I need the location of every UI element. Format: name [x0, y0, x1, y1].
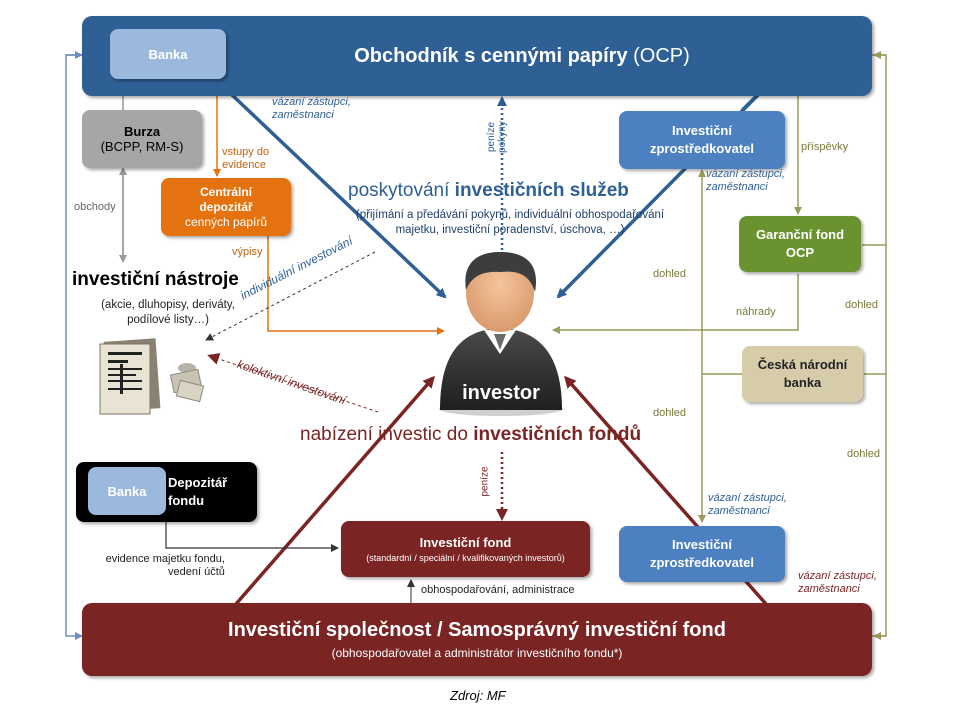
agents-maroon-label: vázaní zástupci, zaměstnanci	[798, 570, 877, 596]
fund-depository-line1: Depozitář	[168, 475, 228, 490]
evidence-line2: vedení účtů	[168, 566, 225, 578]
vypisy-label: výpisy	[232, 246, 263, 258]
funds-offer-prefix: nabízení investic do	[300, 424, 474, 445]
investment-services-sub2: majetku, investiční poradenství, úschova…	[395, 224, 625, 236]
investment-company-bar: Investiční společnost / Samosprávný inve…	[82, 603, 872, 676]
dohled-label-4: dohled	[847, 448, 881, 460]
right-frame-line	[872, 54, 887, 637]
central-depository-line3: cenných papírů	[184, 214, 268, 229]
vypisy-line	[267, 236, 445, 335]
dohled-label-2: dohled	[845, 299, 879, 311]
dohled-label-1: dohled	[653, 268, 687, 280]
ocp-title-suffix: (OCP)	[627, 44, 690, 67]
bank-depository-box: Banka	[88, 467, 166, 515]
cnb-line1: Česká národní	[757, 357, 848, 372]
instruments-sub2: podílové listy…)	[127, 314, 209, 326]
guarantee-fund-box: Garanční fond OCP	[739, 216, 861, 272]
management-label: obhospodařování, administrace	[421, 584, 575, 596]
investment-services-prefix: poskytování	[348, 180, 455, 201]
penize-fund-label: peníze	[479, 466, 491, 497]
bank-depository-label: Banka	[107, 483, 147, 499]
investment-services-sub1: (přijímání a předávání pokynů, individuá…	[355, 209, 665, 221]
central-depository-line2: depozitář	[199, 199, 253, 214]
prispevky-label: příspěvky	[801, 141, 849, 153]
left-frame-line	[65, 54, 83, 640]
vstupy-label: vstupy do evidence	[222, 146, 269, 172]
investment-services-sub: (přijímání a předávání pokynů, individuá…	[330, 208, 690, 238]
burza-title: Burza	[123, 124, 161, 139]
guarantee-fund-line2: OCP	[785, 245, 815, 260]
penize-pokyny-label: peníze pokyny	[486, 115, 508, 159]
agents-right-top-label: vázaní zástupci, zaměstnanci	[706, 168, 785, 194]
investment-services-bold: investičních služeb	[454, 180, 629, 201]
intermediary-bottom-line1: Investiční	[672, 537, 732, 552]
bank-top-box: Banka	[110, 29, 226, 79]
vstupy-line1: vstupy do	[222, 146, 270, 158]
source-prefix: Zdroj:	[450, 688, 487, 703]
agents-right-bottom-line2: zaměstnanci	[708, 505, 770, 517]
burza-box: Burza (BCPP, RM-S)	[82, 110, 202, 168]
intermediary-top-box: Investiční zprostředkovatel	[619, 111, 785, 169]
cnb-box: Česká národní banka	[742, 346, 863, 402]
agents-right-bottom-label: vázaní zástupci, zaměstnanci	[708, 492, 787, 518]
funds-offer-title: nabízení investic do investičních fondů	[300, 424, 641, 446]
agents-right-bottom-line1: vázaní zástupci,	[708, 492, 787, 504]
agents-maroon-line2: zaměstnanci	[798, 583, 860, 595]
individual-line	[205, 251, 376, 341]
evidence-label: evidence majetku fondu, vedení účtů	[96, 553, 225, 579]
agents-right-top-line1: vázaní zástupci,	[706, 168, 785, 180]
agents-top-label: vázaní zástupci, zaměstnanci	[272, 96, 351, 122]
fund-depository-line2: fondu	[168, 493, 205, 508]
ocp-title: Obchodník s cennými papíry (OCP)	[354, 45, 690, 68]
funds-offer-bold: investičních fondů	[473, 424, 642, 445]
burza-sub: (BCPP, RM-S)	[100, 139, 184, 154]
guarantee-fund-line1: Garanční fond	[755, 227, 845, 242]
central-depository-line1: Centrální	[199, 184, 252, 199]
instruments-sub: (akcie, dluhopisy, deriváty, podílové li…	[74, 298, 262, 328]
central-depository-box: Centrální depozitář cenných papírů	[161, 178, 291, 236]
cnb-line2: banka	[783, 375, 822, 390]
vstupy-line2: evidence	[222, 159, 267, 171]
source-caption: Zdroj: MF	[450, 688, 506, 703]
nahrady-line	[552, 274, 799, 334]
investment-company-title: Investiční společnost / Samosprávný inve…	[228, 619, 726, 641]
pokyny-label: pokyny	[497, 121, 508, 153]
evidence-line	[165, 522, 339, 552]
instruments-title: investiční nástroje	[72, 269, 239, 290]
agents-top-line2: zaměstnanci	[272, 109, 334, 121]
intermediary-bottom-box: Investiční zprostředkovatel	[619, 526, 785, 582]
evidence-line1: evidence majetku fondu,	[105, 553, 225, 565]
agents-right-top-line2: zaměstnanci	[706, 181, 768, 193]
investment-company-sub: (obhospodařovatel a administrátor invest…	[331, 646, 623, 660]
investment-fund-sub: (standardní / speciální / kvalifikovanýc…	[366, 553, 565, 563]
dohled-label-3: dohled	[653, 407, 687, 419]
investment-services-title: poskytování investičních služeb	[348, 180, 629, 202]
fund-investor-arrow-left	[234, 375, 435, 606]
investment-fund-box: Investiční fond (standardní / speciální …	[341, 521, 590, 577]
ocp-title-bold: Obchodník s cennými papíry	[354, 44, 628, 67]
penize-label: peníze	[486, 121, 497, 153]
intermediary-top-line2: zprostředkovatel	[649, 141, 755, 156]
investor-label: investor	[462, 382, 540, 404]
agents-maroon-line1: vázaní zástupci,	[798, 570, 877, 582]
nahrady-label: náhrady	[736, 306, 776, 318]
bank-top-label: Banka	[148, 46, 188, 62]
instruments-sub1: (akcie, dluhopisy, deriváty,	[101, 299, 235, 311]
source-name: MF	[486, 688, 506, 703]
obchody-label: obchody	[74, 201, 116, 213]
intermediary-bottom-line2: zprostředkovatel	[649, 555, 755, 570]
ocp-investor-arrow-left	[228, 91, 447, 299]
intermediary-top-line1: Investiční	[672, 123, 732, 138]
investment-fund-title: Investiční fond	[419, 535, 512, 550]
agents-top-line1: vázaní zástupci,	[272, 96, 351, 108]
